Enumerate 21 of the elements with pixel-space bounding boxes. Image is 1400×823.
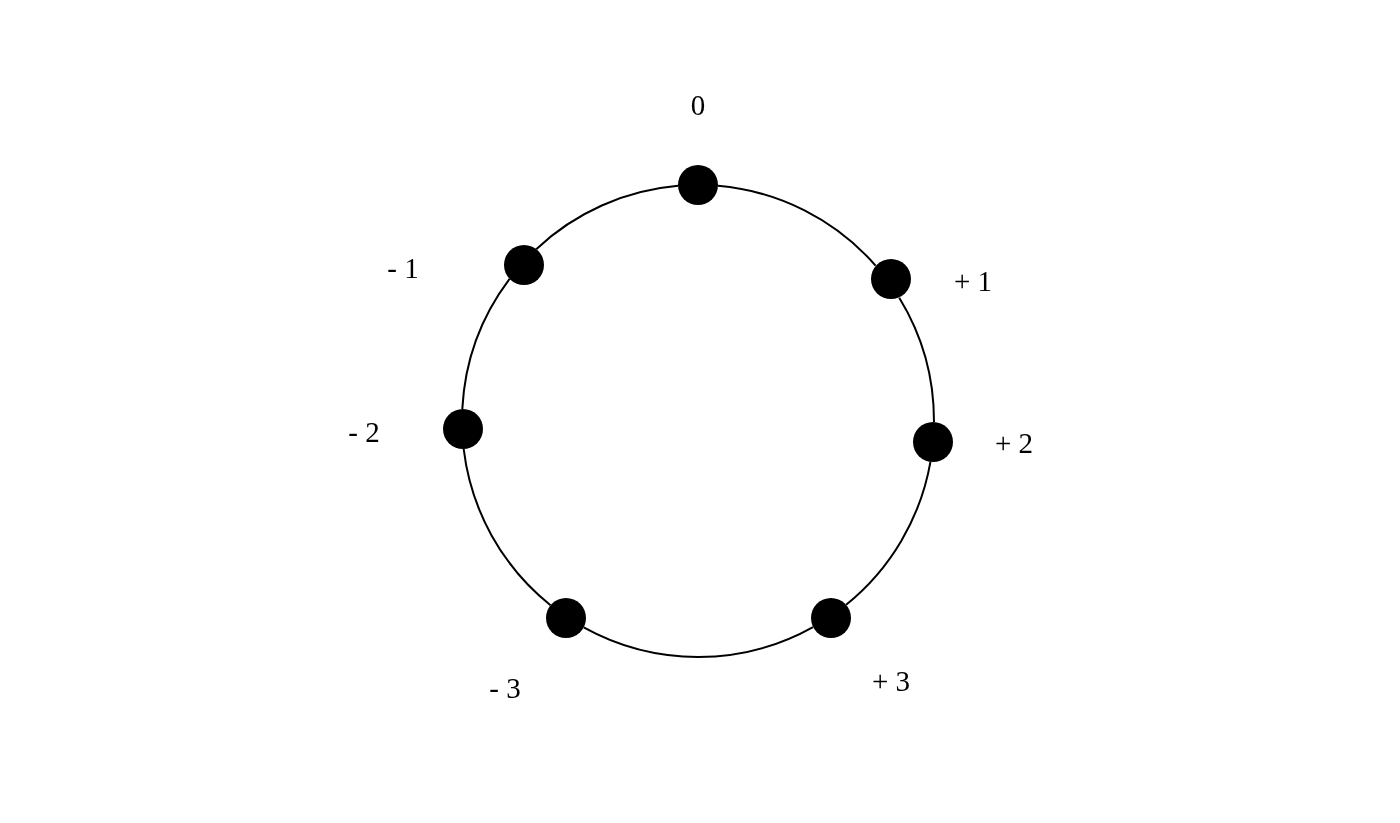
position-label: + 2 xyxy=(994,428,1034,458)
circle-arc xyxy=(898,296,935,424)
circle-arc xyxy=(845,460,932,606)
dot xyxy=(871,259,911,299)
dot xyxy=(546,598,586,638)
dot xyxy=(913,422,953,462)
dot xyxy=(504,245,544,285)
dot xyxy=(443,409,483,449)
circle-arc xyxy=(717,184,877,267)
position-label: + 3 xyxy=(871,666,911,696)
dot xyxy=(678,165,718,205)
position-label: - 3 xyxy=(489,673,521,703)
position-label: + 1 xyxy=(953,266,993,296)
circle-arc xyxy=(535,184,679,251)
circle-arc xyxy=(582,626,814,658)
position-label: - 2 xyxy=(348,417,380,447)
circle-arc xyxy=(462,447,552,607)
position-label: - 1 xyxy=(387,253,419,283)
position-label: 0 xyxy=(690,90,706,120)
circle-arc xyxy=(461,277,511,411)
dot xyxy=(811,598,851,638)
